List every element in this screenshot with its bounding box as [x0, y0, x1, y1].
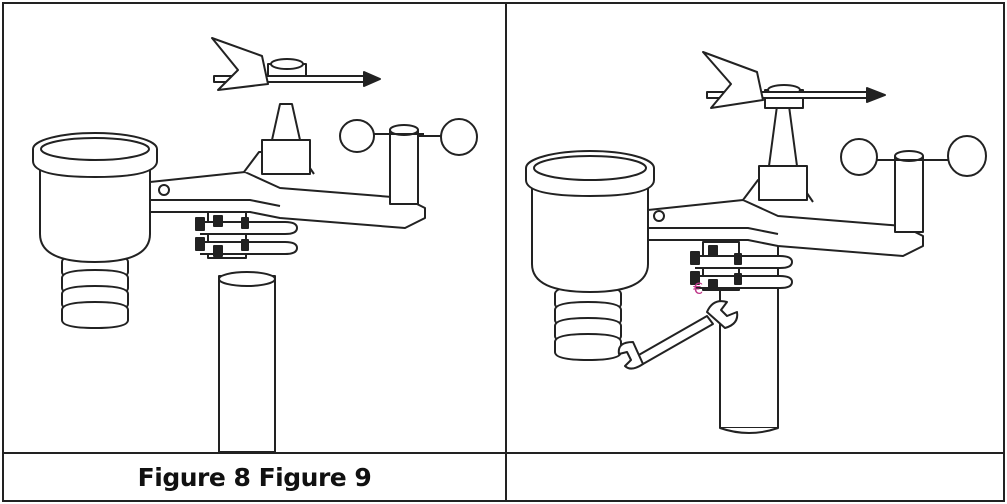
wrench-icon [619, 301, 737, 368]
rain-gauge [33, 133, 157, 262]
radiation-shield [62, 254, 128, 328]
wind-vane [703, 52, 885, 200]
figure-8-illustration [4, 4, 505, 452]
table-row-divider [2, 452, 1005, 454]
wind-vane [212, 38, 380, 174]
anemometer [841, 136, 986, 232]
annotation-glyph: € [693, 279, 703, 298]
radiation-shield [555, 286, 621, 360]
rain-gauge [526, 151, 654, 292]
mounting-bracket [196, 212, 297, 258]
empty-caption-cell [507, 454, 1003, 500]
mounting-bracket [691, 242, 792, 290]
figure-caption-text: Figure 8 Figure 9 [137, 462, 372, 492]
mounting-pole [219, 272, 275, 452]
figure-9-illustration: € [507, 4, 1003, 452]
anemometer [340, 119, 477, 204]
table-column-divider [505, 2, 507, 502]
figure-caption: Figure 8 Figure 9 [4, 454, 505, 500]
